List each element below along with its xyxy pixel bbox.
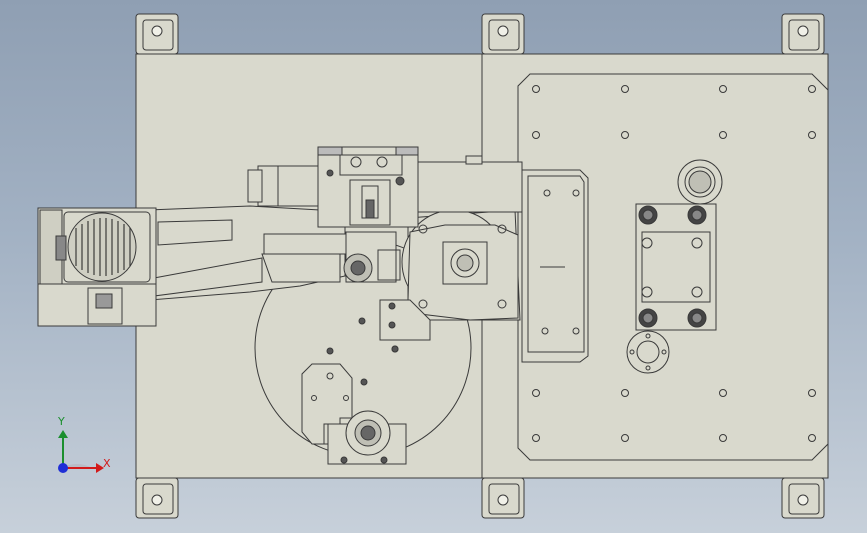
rotary-arm [401,209,521,321]
pneumatic-cylinder [247,165,319,207]
triad-y-label: Y [58,415,65,428]
vertical-bracket [521,169,589,363]
mounting-foot-top-right [781,13,825,55]
gripper-assembly [317,146,419,228]
coordinate-triad [58,430,104,473]
triad-x-label: X [103,457,111,470]
mounting-foot-bottom-middle [481,477,525,519]
clamp-jaws [261,231,401,283]
top-horizontal-beam [404,155,523,213]
linear-guide-block [635,203,717,331]
mounting-foot-top-left [135,13,179,55]
bearing-housing-bottom [626,330,670,374]
mounting-foot-top-middle [481,13,525,55]
lower-support-plate [379,299,431,353]
lower-motor-flange [327,410,407,465]
mounting-foot-bottom-left [135,477,179,519]
mounting-foot-bottom-right [781,477,825,519]
servo-motor-left [37,207,157,327]
bearing-housing-top [677,159,723,205]
